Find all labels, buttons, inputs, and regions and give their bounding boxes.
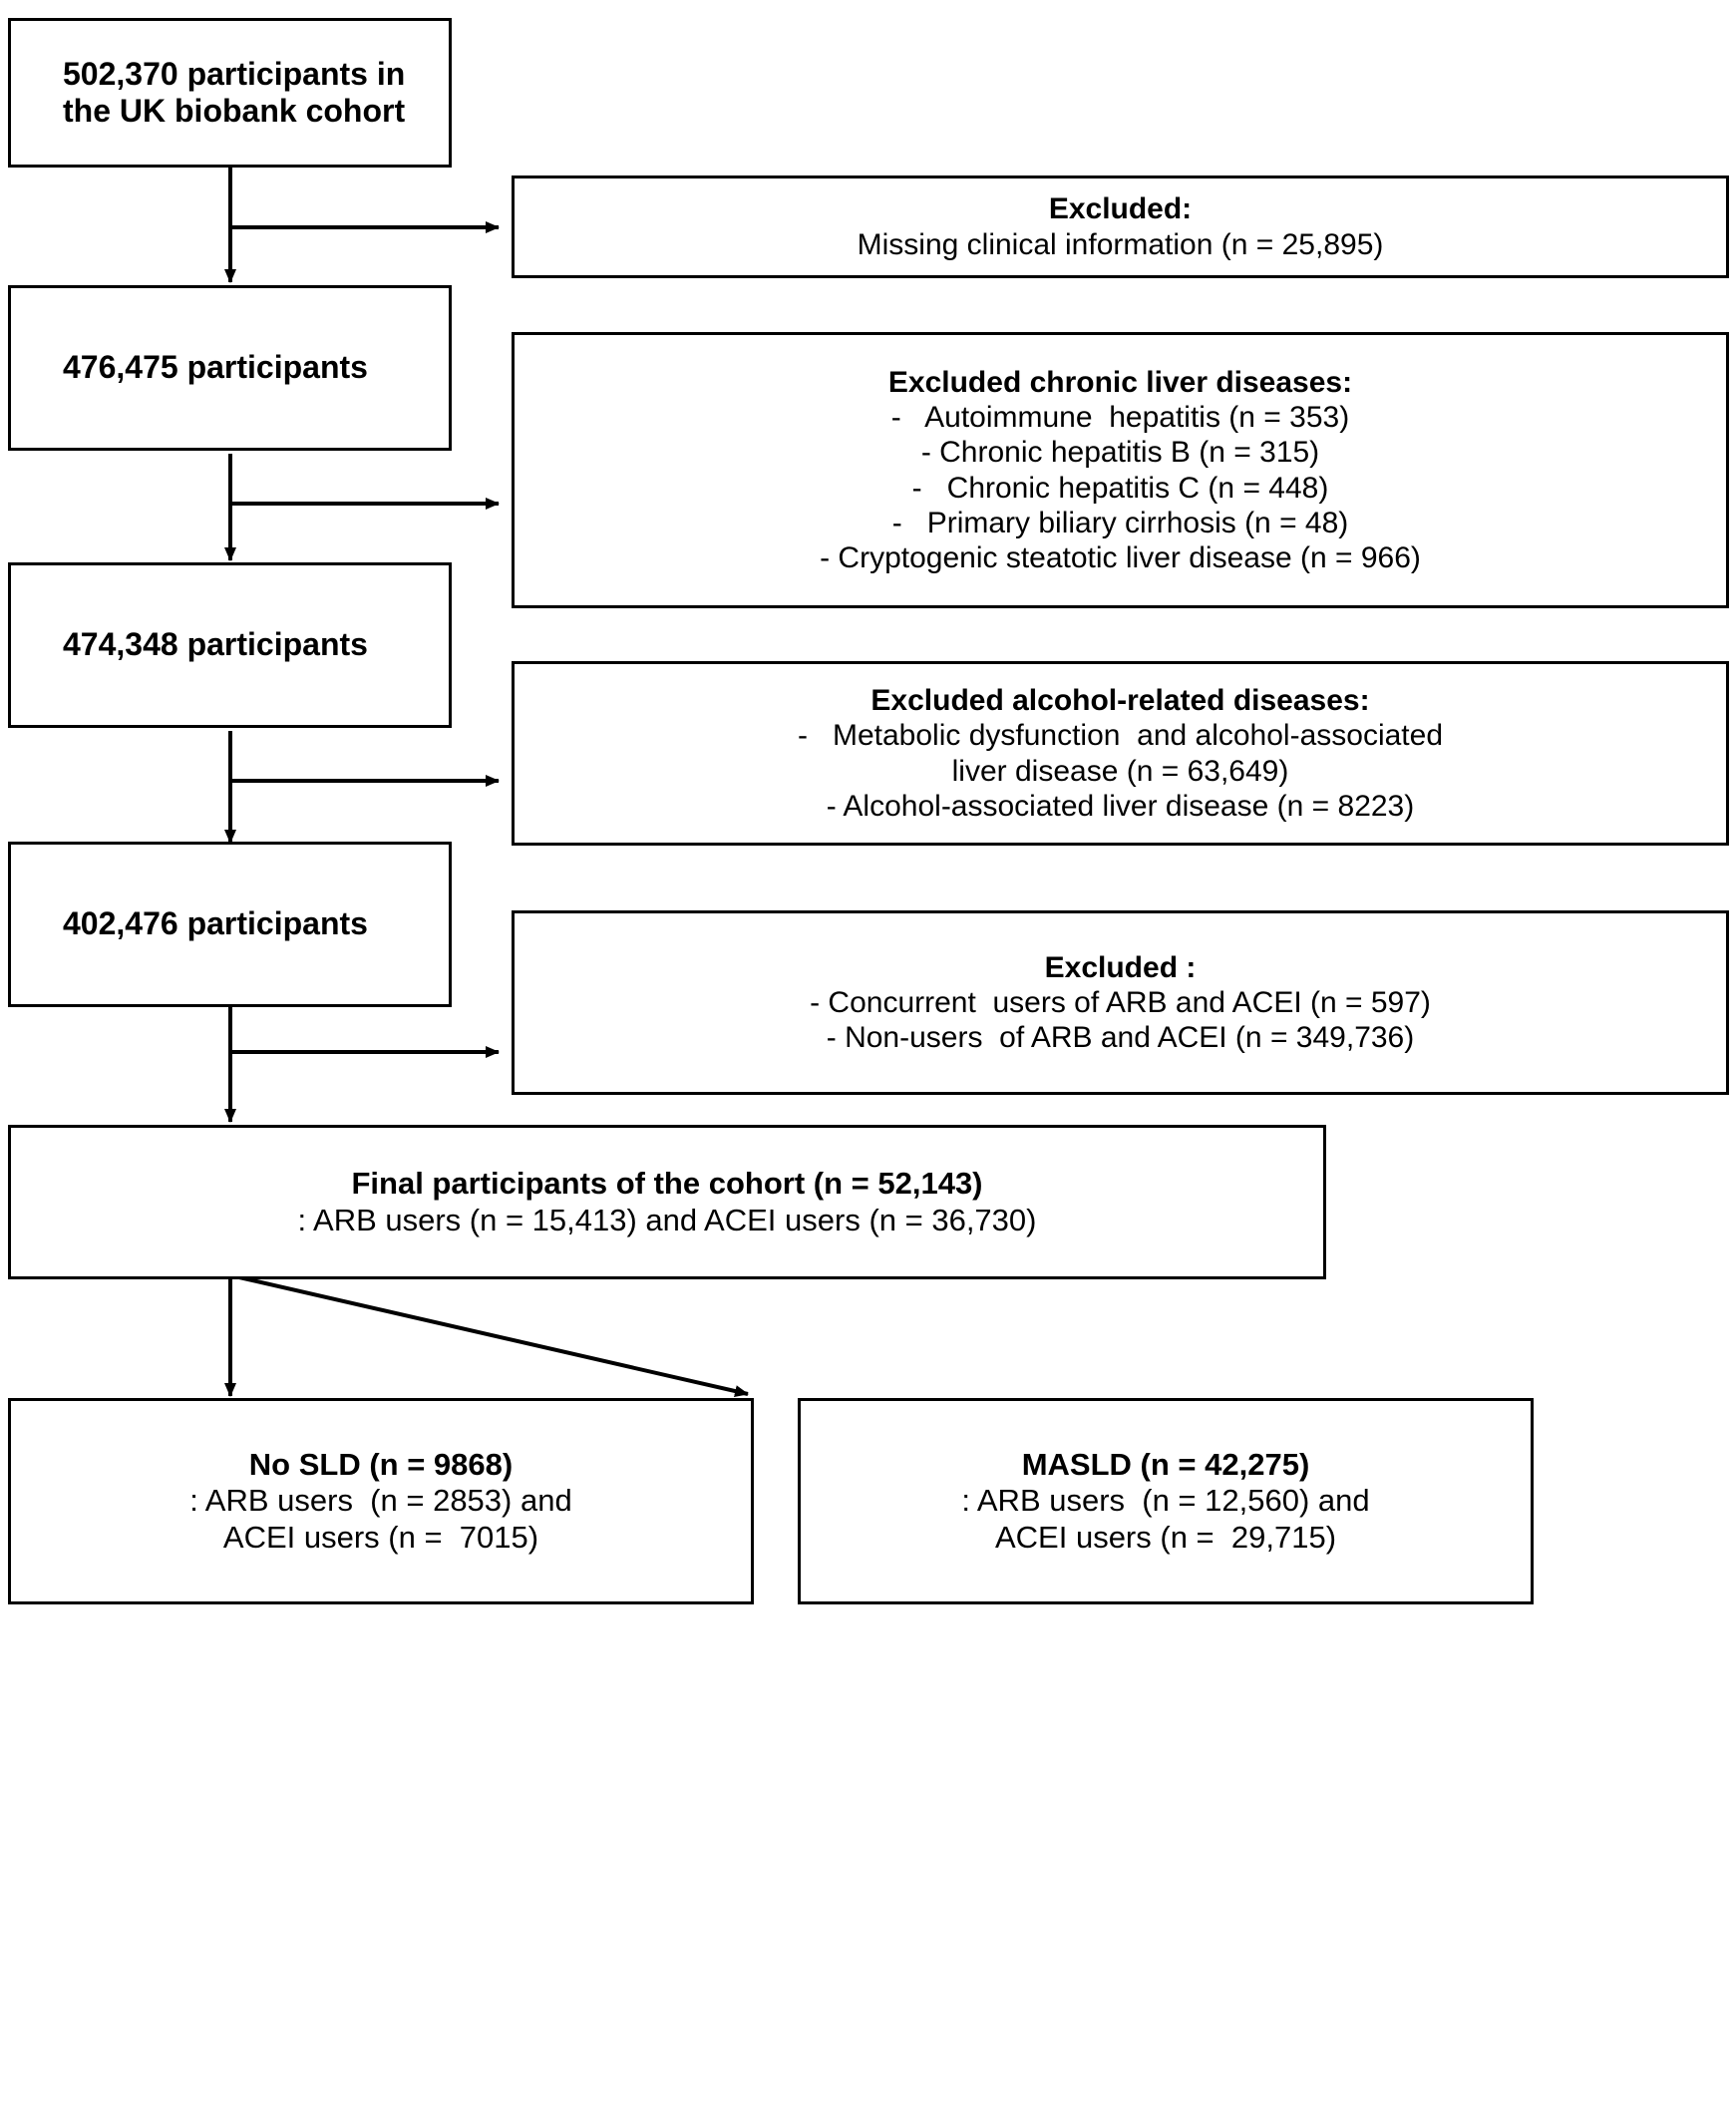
node-excluded-missing: Excluded: Missing clinical information (…	[512, 176, 1729, 278]
node-participants-476475: 476,475 participants	[8, 285, 452, 451]
node-no-sld: No SLD (n = 9868) : ARB users (n = 2853)…	[8, 1398, 754, 1604]
no-sld-line-1: : ARB users (n = 2853) and	[189, 1483, 572, 1519]
no-sld-line-2: ACEI users (n = 7015)	[222, 1519, 539, 1555]
cohort-start-line-1: 502,370 participants in	[63, 55, 406, 92]
node-excluded-alcohol: Excluded alcohol-related diseases: - Met…	[512, 661, 1729, 846]
masld-line-2: ACEI users (n = 29,715)	[994, 1519, 1337, 1555]
participants-402476-label: 402,476 participants	[63, 905, 368, 942]
node-masld: MASLD (n = 42,275) : ARB users (n = 12,5…	[798, 1398, 1534, 1604]
excluded-arb-acei-item-1: - Concurrent users of ARB and ACEI (n = …	[810, 985, 1431, 1019]
excluded-chronic-liver-heading: Excluded chronic liver diseases:	[887, 366, 1353, 400]
masld-heading: MASLD (n = 42,275)	[1021, 1447, 1310, 1483]
node-participants-402476: 402,476 participants	[8, 842, 452, 1007]
node-excluded-chronic-liver: Excluded chronic liver diseases: - Autoi…	[512, 332, 1729, 608]
node-excluded-arb-acei: Excluded : - Concurrent users of ARB and…	[512, 910, 1729, 1095]
excluded-chronic-liver-item-4: - Primary biliary cirrhosis (n = 48)	[891, 506, 1349, 539]
cohort-start-line-2: the UK biobank cohort	[63, 93, 406, 129]
excluded-alcohol-heading: Excluded alcohol-related diseases:	[870, 684, 1370, 718]
excluded-missing-line-1: Missing clinical information (n = 25,895…	[857, 227, 1384, 261]
participants-474348-label: 474,348 participants	[63, 626, 368, 663]
excluded-chronic-liver-item-3: - Chronic hepatitis C (n = 448)	[911, 471, 1329, 505]
excluded-missing-heading: Excluded:	[1048, 192, 1193, 226]
excluded-alcohol-item-2: - Alcohol-associated liver disease (n = …	[826, 789, 1415, 823]
excluded-alcohol-item-1: - Metabolic dysfunction and alcohol-asso…	[797, 719, 1444, 753]
excluded-arb-acei-heading: Excluded :	[1044, 950, 1197, 984]
node-cohort-start: 502,370 participants in the UK biobank c…	[8, 18, 452, 168]
participants-476475-label: 476,475 participants	[63, 349, 368, 386]
excluded-arb-acei-item-2: - Non-users of ARB and ACEI (n = 349,736…	[826, 1021, 1415, 1055]
excluded-alcohol-item-1-cont: liver disease (n = 63,649)	[951, 754, 1289, 788]
excluded-chronic-liver-item-2: - Chronic hepatitis B (n = 315)	[920, 436, 1320, 470]
node-final-cohort: Final participants of the cohort (n = 52…	[8, 1125, 1326, 1279]
no-sld-heading: No SLD (n = 9868)	[248, 1447, 514, 1483]
masld-line-1: : ARB users (n = 12,560) and	[961, 1483, 1370, 1519]
excluded-chronic-liver-item-1: - Autoimmune hepatitis (n = 353)	[890, 401, 1350, 435]
excluded-chronic-liver-item-5: - Cryptogenic steatotic liver disease (n…	[820, 540, 1421, 574]
final-cohort-heading: Final participants of the cohort (n = 52…	[351, 1166, 983, 1202]
node-participants-474348: 474,348 participants	[8, 562, 452, 728]
final-cohort-line-1: : ARB users (n = 15,413) and ACEI users …	[297, 1202, 1037, 1237]
